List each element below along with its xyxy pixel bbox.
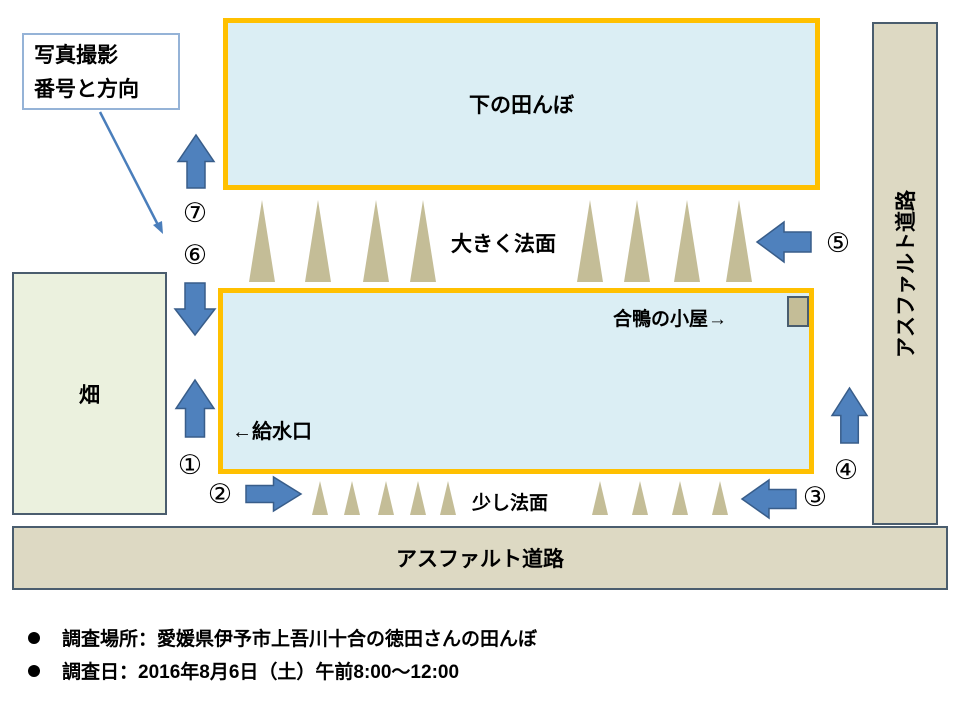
water-inlet-label: ←給水口	[232, 421, 312, 443]
slope-triangle	[305, 200, 331, 282]
photo-arrow-2	[245, 475, 303, 513]
photo-number-3: ③	[802, 482, 828, 512]
photo-arrow-up-icon	[176, 133, 216, 189]
slope-triangle	[712, 481, 728, 515]
slope-triangle	[632, 481, 648, 515]
photo-arrow-1	[174, 378, 216, 438]
duck-hut	[787, 296, 809, 327]
field: 畑	[12, 272, 167, 515]
photo-number-6: ⑥	[182, 240, 208, 270]
slope-triangle	[363, 200, 389, 282]
note-location-text: 調査場所：愛媛県伊予市上吾川十合の徳田さんの田んぼ	[62, 629, 538, 650]
road-bottom-label: アスファルト道路	[396, 548, 564, 571]
legend-callout: 写真撮影 番号と方向	[22, 33, 180, 110]
photo-arrow-5	[755, 220, 812, 264]
bullet-icon	[28, 664, 40, 677]
upper-paddy: 下の田んぼ	[223, 18, 820, 190]
photo-number-4: ④	[833, 455, 859, 485]
road-right: アスファルト道路	[872, 22, 938, 525]
slope-triangle	[440, 481, 456, 515]
slope-triangle	[592, 481, 608, 515]
photo-arrow-shape	[740, 478, 797, 520]
road-bottom: アスファルト道路	[12, 526, 948, 590]
note-location: 調査場所：愛媛県伊予市上吾川十合の徳田さんの田んぼ	[28, 624, 537, 651]
photo-arrow-up-icon	[174, 378, 216, 438]
photo-arrow-right-icon	[245, 475, 303, 513]
photo-arrow-up-icon	[830, 386, 869, 444]
photo-arrow-left-icon	[740, 478, 797, 520]
slope-triangle	[312, 481, 328, 515]
lower-paddy	[218, 288, 814, 474]
note-date: 調査日：2016年8月6日（土）午前8:00～12:00	[28, 657, 459, 684]
small-slope-label: 少し法面	[472, 493, 549, 514]
photo-arrow-3	[740, 478, 797, 520]
slope-triangle	[410, 200, 436, 282]
duck-hut-label: 合鴨の小屋→	[613, 309, 728, 330]
slope-triangle	[344, 481, 360, 515]
photo-number-5: ⑤	[825, 228, 851, 258]
photo-arrow-shape	[755, 220, 812, 264]
photo-arrow-shape	[830, 386, 869, 444]
photo-number-7: ⑦	[182, 198, 208, 228]
slope-triangle	[577, 200, 603, 282]
slope-triangle	[672, 481, 688, 515]
photo-arrow-shape	[245, 475, 303, 513]
callout-line-2: 番号と方向	[34, 78, 139, 101]
photo-arrow-shape	[173, 282, 217, 337]
upper-paddy-label: 下の田んぼ	[469, 94, 574, 117]
slope-triangle	[726, 200, 752, 282]
slope-triangle	[378, 481, 394, 515]
photo-number-2: ②	[207, 479, 233, 509]
callout-pointer	[98, 111, 163, 234]
slope-triangle	[249, 200, 275, 282]
callout-line-1: 写真撮影	[34, 44, 118, 67]
photo-arrow-7	[176, 133, 216, 189]
road-right-label: アスファルト道路	[895, 189, 918, 358]
bullet-icon	[28, 631, 40, 644]
slope-triangle	[624, 200, 650, 282]
note-date-text: 調査日：2016年8月6日（土）午前8:00～12:00	[62, 662, 460, 683]
slope-triangle	[410, 481, 426, 515]
photo-arrow-4	[830, 386, 869, 444]
photo-number-1: ①	[177, 450, 203, 480]
photo-arrow-6	[173, 282, 217, 337]
callout-pointer-head	[153, 221, 163, 234]
callout-pointer-line	[98, 111, 160, 226]
photo-arrow-shape	[174, 378, 216, 438]
photo-arrow-down-icon	[173, 282, 217, 337]
slope-triangle	[674, 200, 700, 282]
photo-arrow-shape	[176, 133, 216, 189]
photo-arrow-left-icon	[755, 220, 812, 264]
field-label: 畑	[79, 383, 100, 407]
big-slope-label: 大きく法面	[451, 233, 556, 256]
